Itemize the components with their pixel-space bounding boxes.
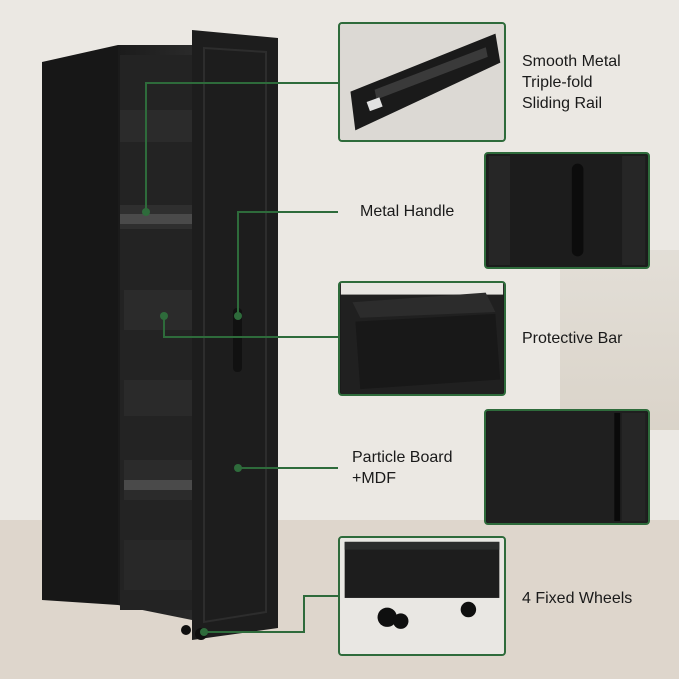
callout-wheels: 4 Fixed Wheels [522, 590, 633, 607]
cabinet [42, 30, 278, 640]
detail-image-wheels [338, 536, 506, 656]
callout-bar: Protective Bar [522, 330, 623, 347]
leader-bar [163, 316, 338, 338]
leader-lines [145, 82, 338, 633]
background-shelf [560, 250, 679, 430]
leader-rail [145, 82, 338, 212]
detail-image-handle [484, 152, 650, 269]
callout-rail: Smooth Metal Triple-fold Sliding Rail [522, 53, 621, 112]
detail-image-board [484, 409, 650, 525]
callout-handle: Metal Handle [360, 203, 455, 220]
detail-image-bar [338, 281, 506, 396]
leader-dots [142, 208, 242, 636]
callout-board: Particle Board +MDF [352, 449, 453, 487]
detail-image-rail [338, 22, 506, 142]
leader-handle [237, 211, 338, 316]
leader-wheels [204, 595, 338, 633]
